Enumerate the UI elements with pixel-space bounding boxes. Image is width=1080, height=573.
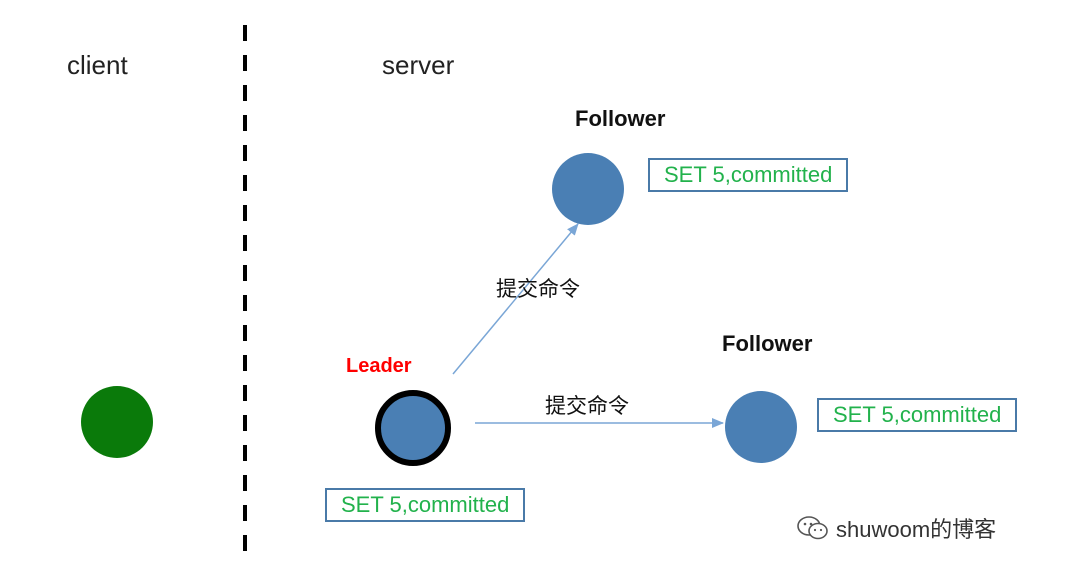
edge-label-leader-to-top: 提交命令 <box>496 277 580 301</box>
follower-top-node <box>552 153 624 225</box>
client-section-label: client <box>67 50 128 80</box>
follower-top-status: SET 5,committed <box>648 158 849 192</box>
watermark-text: shuwoom的博客 <box>836 517 997 542</box>
leader-node <box>375 390 451 466</box>
server-section-label: server <box>382 50 455 80</box>
follower-right-label: Follower <box>722 331 813 356</box>
edge-label-leader-to-right: 提交命令 <box>545 394 629 418</box>
follower-top-label: Follower <box>575 106 666 131</box>
leader-status: SET 5,committed <box>325 488 526 522</box>
wechat-icon <box>797 516 828 540</box>
follower-right-status: SET 5,committed <box>817 398 1018 432</box>
follower-right-node <box>725 391 797 463</box>
client-node <box>81 386 153 458</box>
leader-label: Leader <box>346 355 412 377</box>
arrow-leader-to-top-follower <box>452 223 579 375</box>
watermark: shuwoom的博客 <box>796 512 996 544</box>
